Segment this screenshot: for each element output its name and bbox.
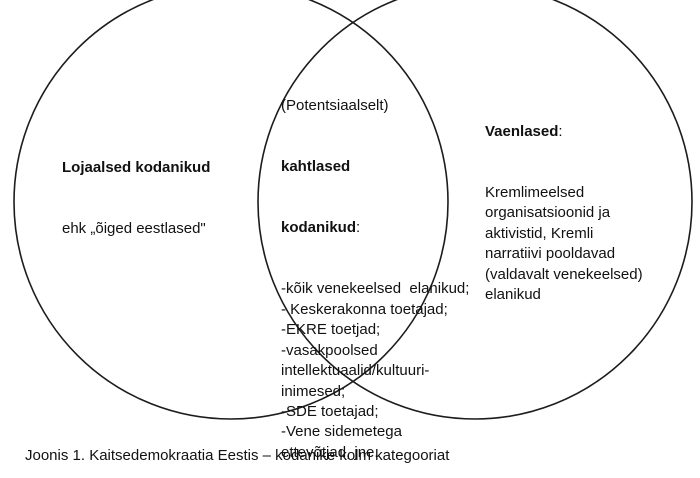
overlap-title-line1: kahtlased bbox=[281, 158, 351, 176]
label-line: -SDE toetajad; bbox=[281, 402, 379, 420]
label-line: -kõik venekeelsed elanikud; bbox=[281, 280, 470, 298]
right-circle-line-list: Kremlimeelsed organisatsioonid ja aktivist… bbox=[485, 183, 643, 305]
label-line: ettevõtjad, jne. bbox=[281, 443, 379, 461]
label-line: inimesed; bbox=[281, 382, 346, 400]
overlap-lead: (Potentsiaalselt) bbox=[281, 96, 389, 114]
label-line: -Vene sidemetega bbox=[281, 423, 402, 441]
overlap-label: (Potentsiaalselt) kahtlased kodanikud: -… bbox=[281, 55, 469, 478]
label-line: -EKRE toetjad; bbox=[281, 321, 381, 339]
right-circle-title-colon: : bbox=[558, 122, 563, 140]
label-line: organisatsioonid ja bbox=[485, 204, 611, 222]
overlap-title-line2: kodanikud bbox=[281, 219, 357, 237]
overlap-item-list: -kõik venekeelsed elanikud; - Keskerakonn… bbox=[281, 279, 469, 463]
label-line: (valdavalt venekeelsed) bbox=[485, 265, 643, 283]
overlap-title-line2-row: kodanikud: bbox=[281, 218, 469, 238]
left-circle-subtitle: ehk „õiged eestlased" bbox=[62, 220, 206, 238]
right-circle-outline bbox=[257, 0, 693, 420]
label-line: elanikud bbox=[485, 286, 541, 304]
right-circle-title-row: Vaenlased: bbox=[485, 122, 643, 142]
label-line: Kremlimeelsed bbox=[485, 184, 585, 202]
left-circle-outline bbox=[13, 0, 449, 420]
label-line: -vasakpoolsed bbox=[281, 341, 378, 359]
left-circle-title: Lojaalsed kodanikud bbox=[62, 158, 211, 176]
figure-caption: Joonis 1. Kaitsedemokraatia Eestis – kod… bbox=[25, 447, 450, 464]
label-line: aktivistid, Kremli bbox=[485, 224, 594, 242]
label-line: intellektuaalid/kultuuri- bbox=[281, 362, 430, 380]
label-line: - Keskerakonna toetajad; bbox=[281, 300, 448, 318]
right-circle-title: Vaenlased bbox=[485, 122, 559, 140]
label-line: narratiivi pooldavad bbox=[485, 245, 616, 263]
right-circle-label: Vaenlased: Kremlimeelsed organisatsioonid… bbox=[485, 81, 643, 346]
overlap-title-colon: : bbox=[356, 219, 361, 237]
left-circle-label: Lojaalsed kodanikud ehk „õiged eestlased… bbox=[62, 117, 210, 280]
